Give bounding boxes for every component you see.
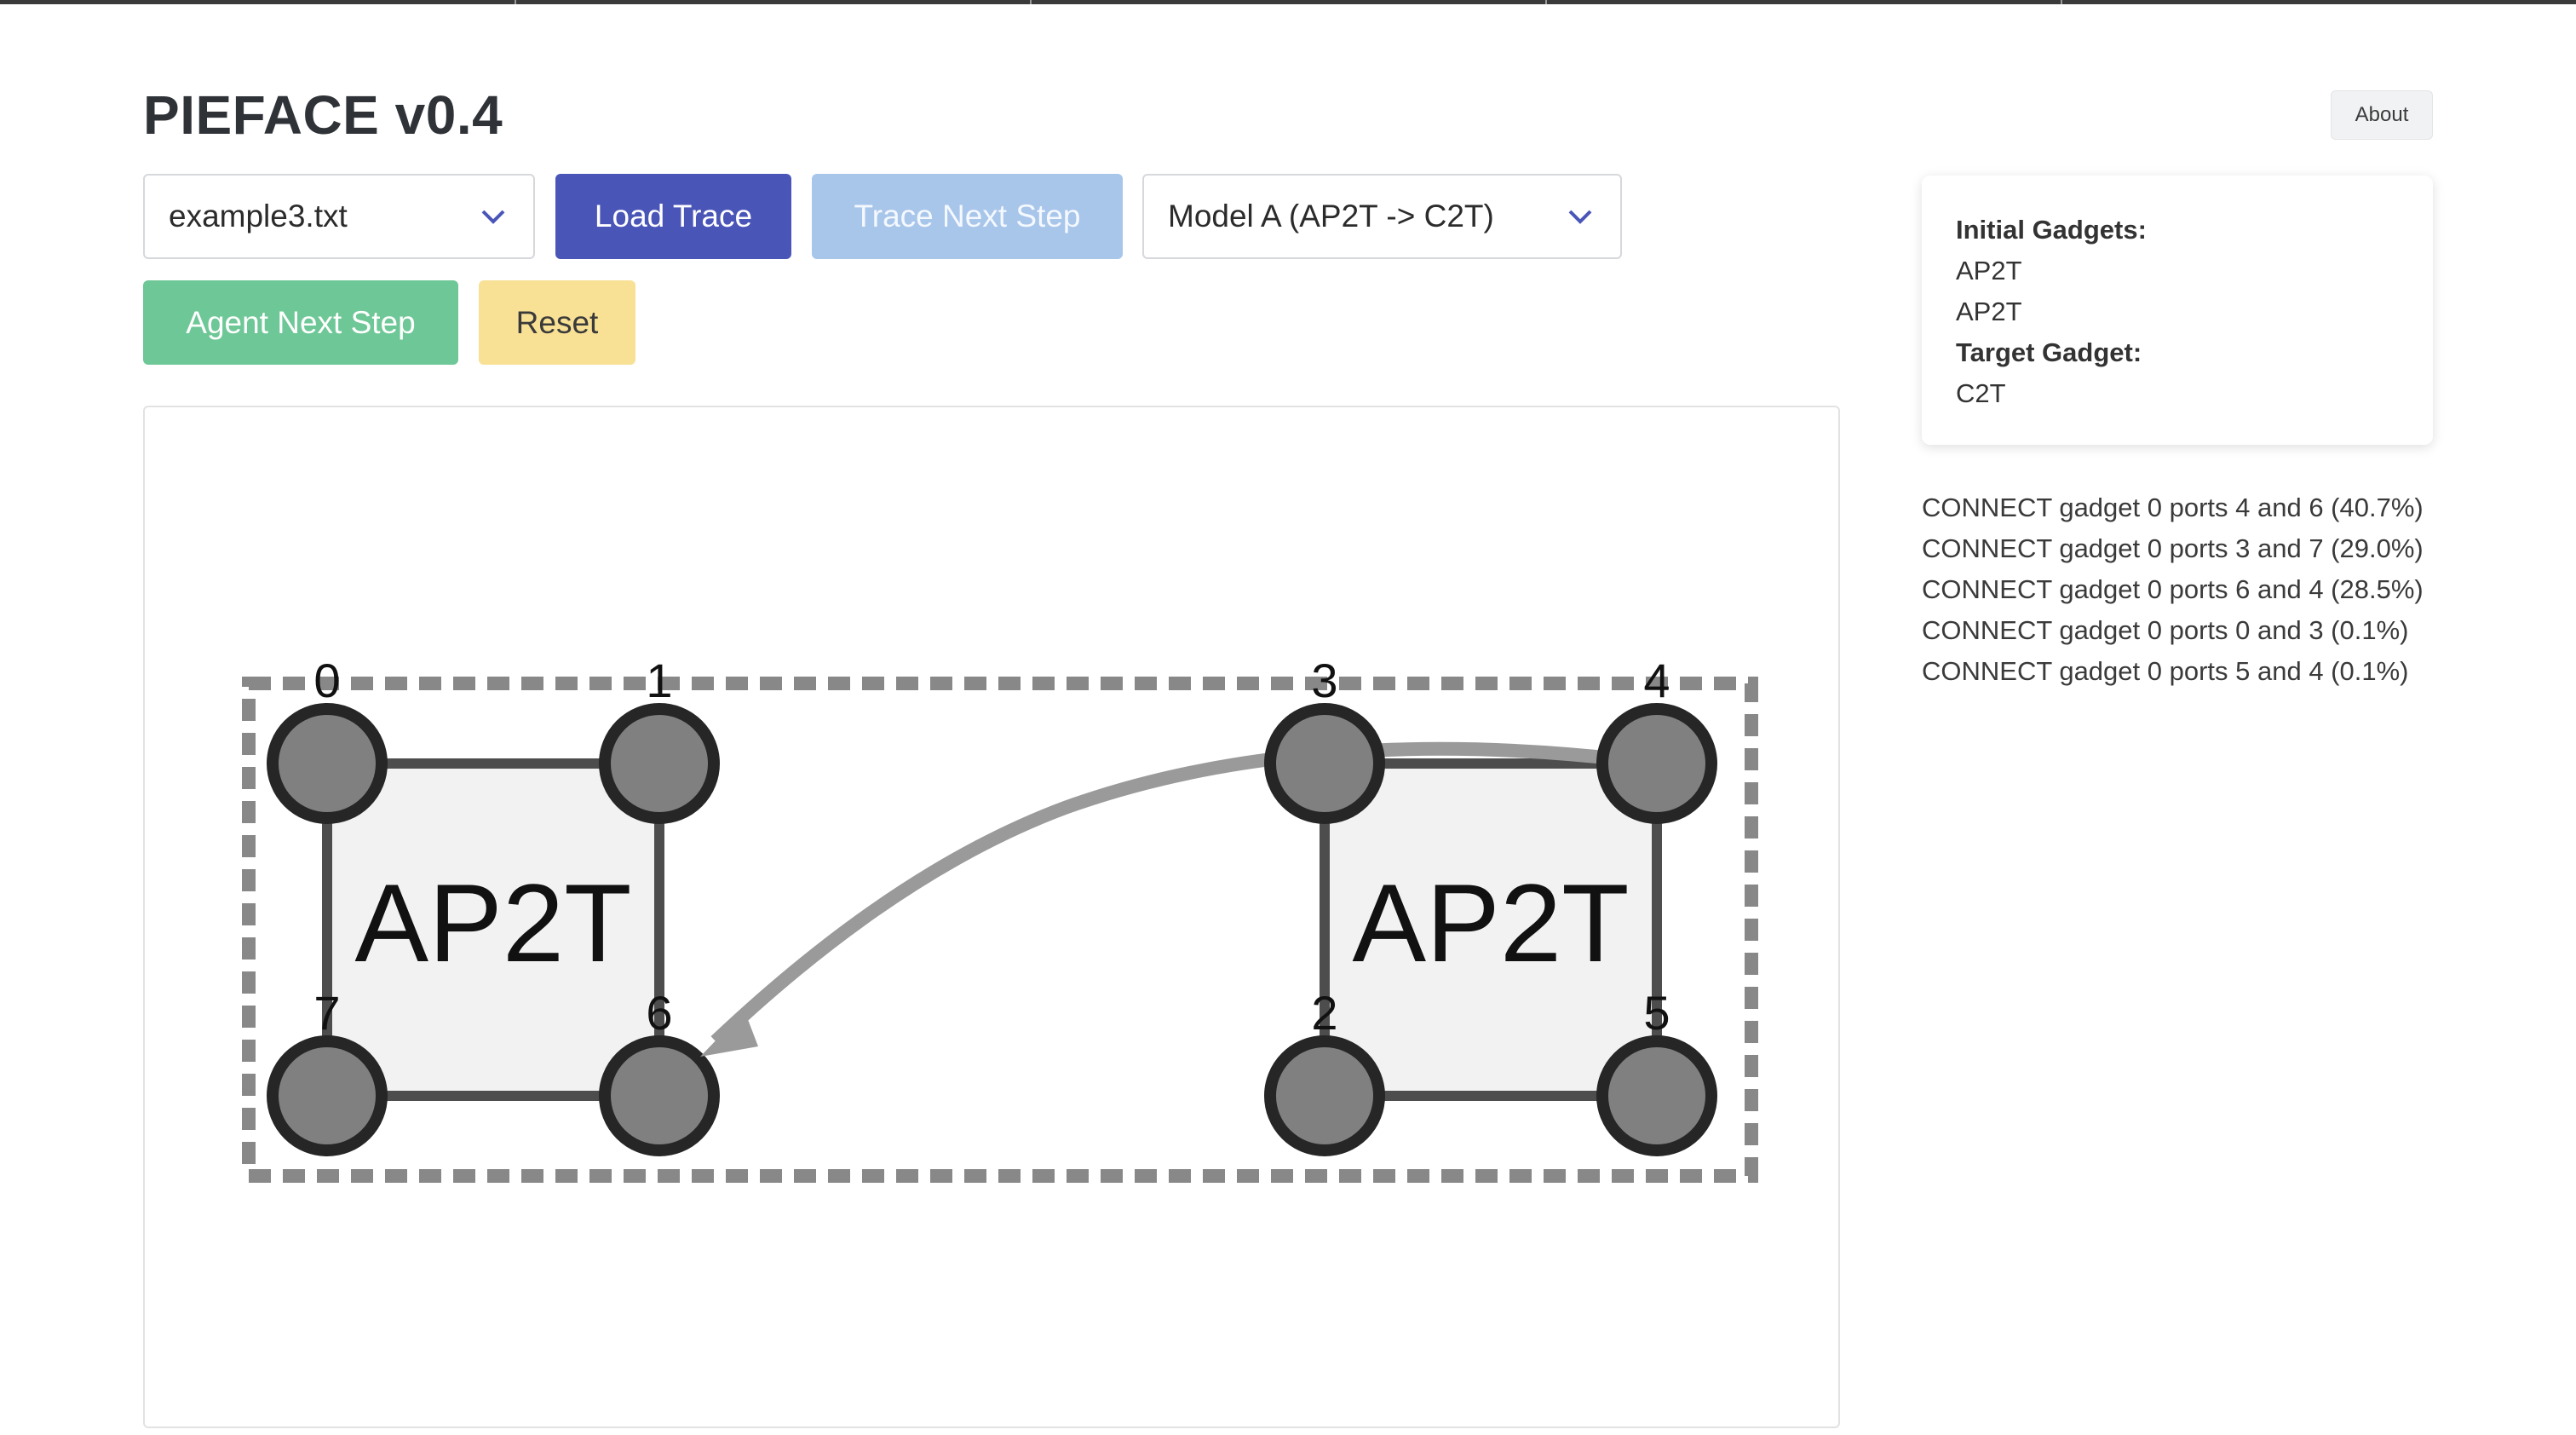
load-trace-button[interactable]: Load Trace (555, 174, 791, 259)
page-title: PIEFACE v0.4 (143, 84, 503, 146)
port-label: 1 (646, 654, 672, 707)
gadget-label: AP2T (1352, 861, 1629, 985)
port-node[interactable] (599, 703, 720, 824)
model-select-value: Model A (AP2T -> C2T) (1168, 199, 1494, 233)
combined-gadget-border (242, 677, 1758, 1183)
initial-gadget-item: AP2T (1956, 297, 2022, 326)
port-node[interactable] (1264, 1035, 1385, 1156)
gadget-left[interactable]: AP2T 0 1 6 7 (267, 654, 720, 1156)
gadgets-info-card: Initial Gadgets: AP2T AP2T Target Gadget… (1922, 176, 2433, 445)
tab-divider (1030, 0, 1032, 4)
agent-next-step-button[interactable]: Agent Next Step (143, 280, 458, 365)
gadget-body (1325, 764, 1657, 1096)
target-gadget-label: Target Gadget: (1956, 337, 2142, 367)
about-button[interactable]: About (2331, 90, 2433, 140)
list-item: CONNECT gadget 0 ports 4 and 6 (40.7%) (1922, 493, 2424, 522)
gadget-canvas[interactable]: AP2T 0 1 6 7 AP2T 3 4 (143, 406, 1840, 1428)
gadget-label: AP2T (354, 861, 631, 985)
target-gadget-value: C2T (1956, 378, 2006, 408)
arrowhead-icon (700, 1011, 758, 1057)
port-node[interactable] (267, 703, 388, 824)
port-label: 2 (1311, 986, 1337, 1040)
port-node[interactable] (599, 1035, 720, 1156)
list-item: CONNECT gadget 0 ports 6 and 4 (28.5%) (1922, 574, 2424, 604)
reset-button[interactable]: Reset (479, 280, 635, 365)
port-label: 0 (313, 654, 340, 707)
model-select[interactable]: Model A (AP2T -> C2T) (1142, 174, 1622, 259)
gadget-right[interactable]: AP2T 3 4 5 2 (700, 654, 1717, 1156)
chevron-down-icon (481, 210, 505, 224)
top-border (0, 0, 2576, 4)
list-item: CONNECT gadget 0 ports 3 and 7 (29.0%) (1922, 533, 2424, 563)
tab-divider (1545, 0, 1547, 4)
port-node[interactable] (1596, 1035, 1717, 1156)
list-item: CONNECT gadget 0 ports 0 and 3 (0.1%) (1922, 615, 2409, 645)
port-label: 3 (1311, 654, 1337, 707)
suggested-moves-list: CONNECT gadget 0 ports 4 and 6 (40.7%) C… (1922, 487, 2467, 692)
port-node[interactable] (1264, 703, 1385, 824)
chevron-down-icon (1568, 210, 1592, 224)
trace-file-value: example3.txt (169, 199, 348, 233)
tab-divider (515, 0, 516, 4)
port-label: 4 (1643, 654, 1670, 707)
port-label: 7 (313, 986, 340, 1040)
gadget-body (327, 764, 659, 1096)
port-label: 6 (646, 986, 672, 1040)
tab-divider (2061, 0, 2062, 4)
trace-next-step-button[interactable]: Trace Next Step (812, 174, 1123, 259)
port-node[interactable] (1596, 703, 1717, 824)
initial-gadgets-label: Initial Gadgets: (1956, 215, 2147, 245)
connection-arrow (710, 741, 1659, 1046)
trace-file-select[interactable]: example3.txt (143, 174, 535, 259)
gadget-diagram: AP2T 0 1 6 7 AP2T 3 4 (242, 654, 1758, 1183)
initial-gadget-item: AP2T (1956, 256, 2022, 285)
list-item: CONNECT gadget 0 ports 5 and 4 (0.1%) (1922, 656, 2409, 686)
port-node[interactable] (267, 1035, 388, 1156)
port-label: 5 (1643, 986, 1670, 1040)
